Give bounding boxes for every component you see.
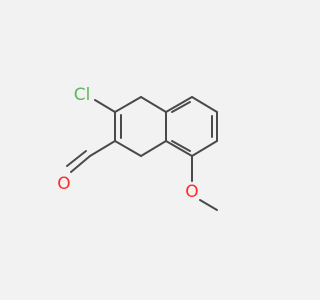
bond-c8-c8a-inner <box>171 140 191 152</box>
bond-o-ch3 <box>199 199 218 211</box>
substituents <box>66 99 218 211</box>
ether-oxygen-label: O <box>185 182 198 202</box>
bond-c7-c8 <box>191 140 218 157</box>
bond-c4a-c4 <box>140 96 167 113</box>
dihydro-ring <box>114 96 167 157</box>
bond-cho-o <box>70 155 91 173</box>
bond-c1-c8a <box>140 140 167 157</box>
bond-c4a-c5 <box>165 96 193 113</box>
bond-c8-c8a <box>165 140 193 157</box>
chlorine-atom-label: Cl <box>74 85 91 105</box>
bond-c3-cl <box>94 99 116 113</box>
bond-cho-o-double <box>66 150 87 167</box>
aromatic-ring <box>165 96 218 157</box>
molecule-structure-diagram: Cl O O <box>57 85 218 211</box>
bond-c4-c3 <box>114 96 142 113</box>
bond-c2-c1 <box>114 140 142 157</box>
carbonyl-oxygen-label: O <box>57 174 70 194</box>
bond-c4a-c5-inner <box>171 101 191 113</box>
bond-c2-cho <box>89 140 116 157</box>
bond-c5-c6 <box>191 96 218 113</box>
